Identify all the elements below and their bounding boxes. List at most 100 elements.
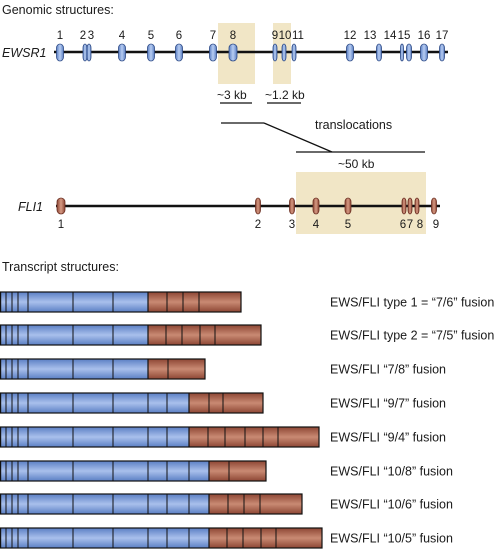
- fusion-label: EWS/FLI “10/8” fusion: [330, 465, 453, 479]
- ewsr1-exon: [118, 43, 126, 62]
- fusion-row: EWS/FLI type 1 = “7/6” fusion: [0, 291, 494, 313]
- ewsr1-exon-label: 1: [57, 30, 63, 42]
- ewsr1-exon-label: 17: [436, 30, 449, 42]
- fusion-row: EWS/FLI “9/4” fusion: [0, 426, 446, 448]
- region-label-1-2kb: ~1.2 kb: [265, 88, 305, 102]
- ewsr1-exon-label: 12: [344, 30, 357, 42]
- fusion-label: EWS/FLI “9/7” fusion: [330, 397, 446, 411]
- ews-segment: [0, 393, 189, 413]
- ewsr1-exon: [147, 43, 155, 62]
- fli1-exon-label: 7: [407, 219, 413, 231]
- fli-segment: [148, 292, 241, 312]
- ewsr1-exon-label: 9: [272, 30, 278, 42]
- ewsr1-exon-label: 6: [176, 30, 182, 42]
- ewsr1-exon: [86, 43, 92, 62]
- translocation-line: [263, 122, 333, 153]
- ewsr1-exon-label: 8: [230, 30, 236, 42]
- fusion-label: EWS/FLI type 1 = “7/6” fusion: [330, 296, 494, 310]
- fli-segment: [189, 427, 319, 447]
- fli1-exon-label: 6: [400, 219, 406, 231]
- fusion-label: EWS/FLI “9/4” fusion: [330, 431, 446, 445]
- ewsr1-exon-label: 7: [210, 30, 216, 42]
- fli1-exon: [289, 197, 295, 215]
- transcript-outline: [0, 291, 242, 313]
- ewsr1-label: EWSR1: [2, 46, 46, 60]
- fusion-label: EWS/FLI “10/6” fusion: [330, 498, 453, 512]
- ewsr1-exon-label: 5: [148, 30, 154, 42]
- fli1-exon-label: 1: [58, 219, 64, 231]
- transcript-outline: [0, 460, 267, 482]
- fli-segment: [209, 494, 302, 514]
- ewsr1-exon: [56, 43, 64, 62]
- fusion-row: EWS/FLI “9/7” fusion: [0, 392, 446, 414]
- ewsr1-exon: [400, 43, 404, 62]
- transcript-outline: [0, 493, 303, 515]
- ewsr1-exon-label: 16: [418, 30, 431, 42]
- ewsr1-exon: [82, 43, 88, 62]
- fli1-exons: [56, 197, 437, 215]
- fli1-exon: [414, 197, 420, 215]
- transcript-outline: [0, 426, 320, 448]
- fusion-row: EWS/FLI “10/5” fusion: [0, 527, 453, 549]
- ewsr1-exon-label: 11: [292, 30, 304, 42]
- fusion-row: EWS/FLI “10/8” fusion: [0, 460, 453, 482]
- fli1-exon: [312, 197, 320, 215]
- ews-segment: [0, 325, 148, 345]
- fli1-exon: [431, 197, 437, 215]
- region-label-3kb: ~3 kb: [217, 88, 247, 102]
- fli1-exon-label: 5: [345, 219, 351, 231]
- region-label-50kb: ~50 kb: [338, 157, 375, 171]
- fli1-label: FLI1: [18, 200, 43, 214]
- transcript-outline: [0, 527, 323, 549]
- genomic-title: Genomic structures:: [2, 3, 114, 17]
- fli-segment: [209, 528, 322, 548]
- ews-segment: [0, 292, 148, 312]
- fli1-exon: [401, 197, 407, 215]
- ews-segment: [0, 494, 209, 514]
- fusion-row: EWS/FLI type 2 = “7/5” fusion: [0, 324, 494, 346]
- ews-segment: [0, 461, 209, 481]
- fli-segment: [148, 325, 261, 345]
- ewsr1-exon: [209, 43, 217, 62]
- ewsr1-exon: [272, 43, 278, 62]
- ewsr1-exon-label: 3: [88, 30, 94, 42]
- ewsr1-exon-label: 14: [384, 30, 397, 42]
- fli1-exon-label: 9: [433, 219, 439, 231]
- fli1-exon-label: 3: [289, 219, 295, 231]
- ews-segment: [0, 528, 209, 548]
- fusion-label: EWS/FLI type 2 = “7/5” fusion: [330, 329, 494, 343]
- ewsr1-exon: [406, 43, 412, 62]
- fusion-row: EWS/FLI “10/6” fusion: [0, 493, 453, 515]
- ewsr1-exon: [376, 43, 382, 62]
- ews-segment: [0, 427, 189, 447]
- transcript-outline: [0, 358, 206, 380]
- fli-segment: [148, 359, 205, 379]
- fusion-label: EWS/FLI “7/8” fusion: [330, 363, 446, 377]
- fli1-exon: [56, 197, 66, 215]
- transcript-title: Transcript structures:: [2, 260, 119, 274]
- fli-segment: [209, 461, 266, 481]
- ewsr1-exon-label: 4: [119, 30, 126, 42]
- ewsr1-exon: [346, 43, 354, 62]
- ews-segment: [0, 359, 148, 379]
- ewsr1-exon: [228, 43, 238, 62]
- fli1-exon: [255, 197, 261, 215]
- fli-segment: [189, 393, 263, 413]
- fli1-exon: [407, 197, 413, 215]
- ewsr1-exon-label: 13: [364, 30, 377, 42]
- ewsr1-exon-label: 10: [279, 30, 292, 42]
- fli1-exon-label: 4: [313, 219, 320, 231]
- fli1-exon-label: 8: [417, 219, 423, 231]
- fusion-row: EWS/FLI “7/8” fusion: [0, 358, 446, 380]
- ewsr1-exon: [420, 43, 428, 62]
- fli1-exon-label: 2: [255, 219, 261, 231]
- fusion-label: EWS/FLI “10/5” fusion: [330, 532, 453, 546]
- ewsr1-exon-label: 15: [398, 30, 411, 42]
- ewsr1-exons: [56, 43, 445, 62]
- transcript-outline: [0, 324, 262, 346]
